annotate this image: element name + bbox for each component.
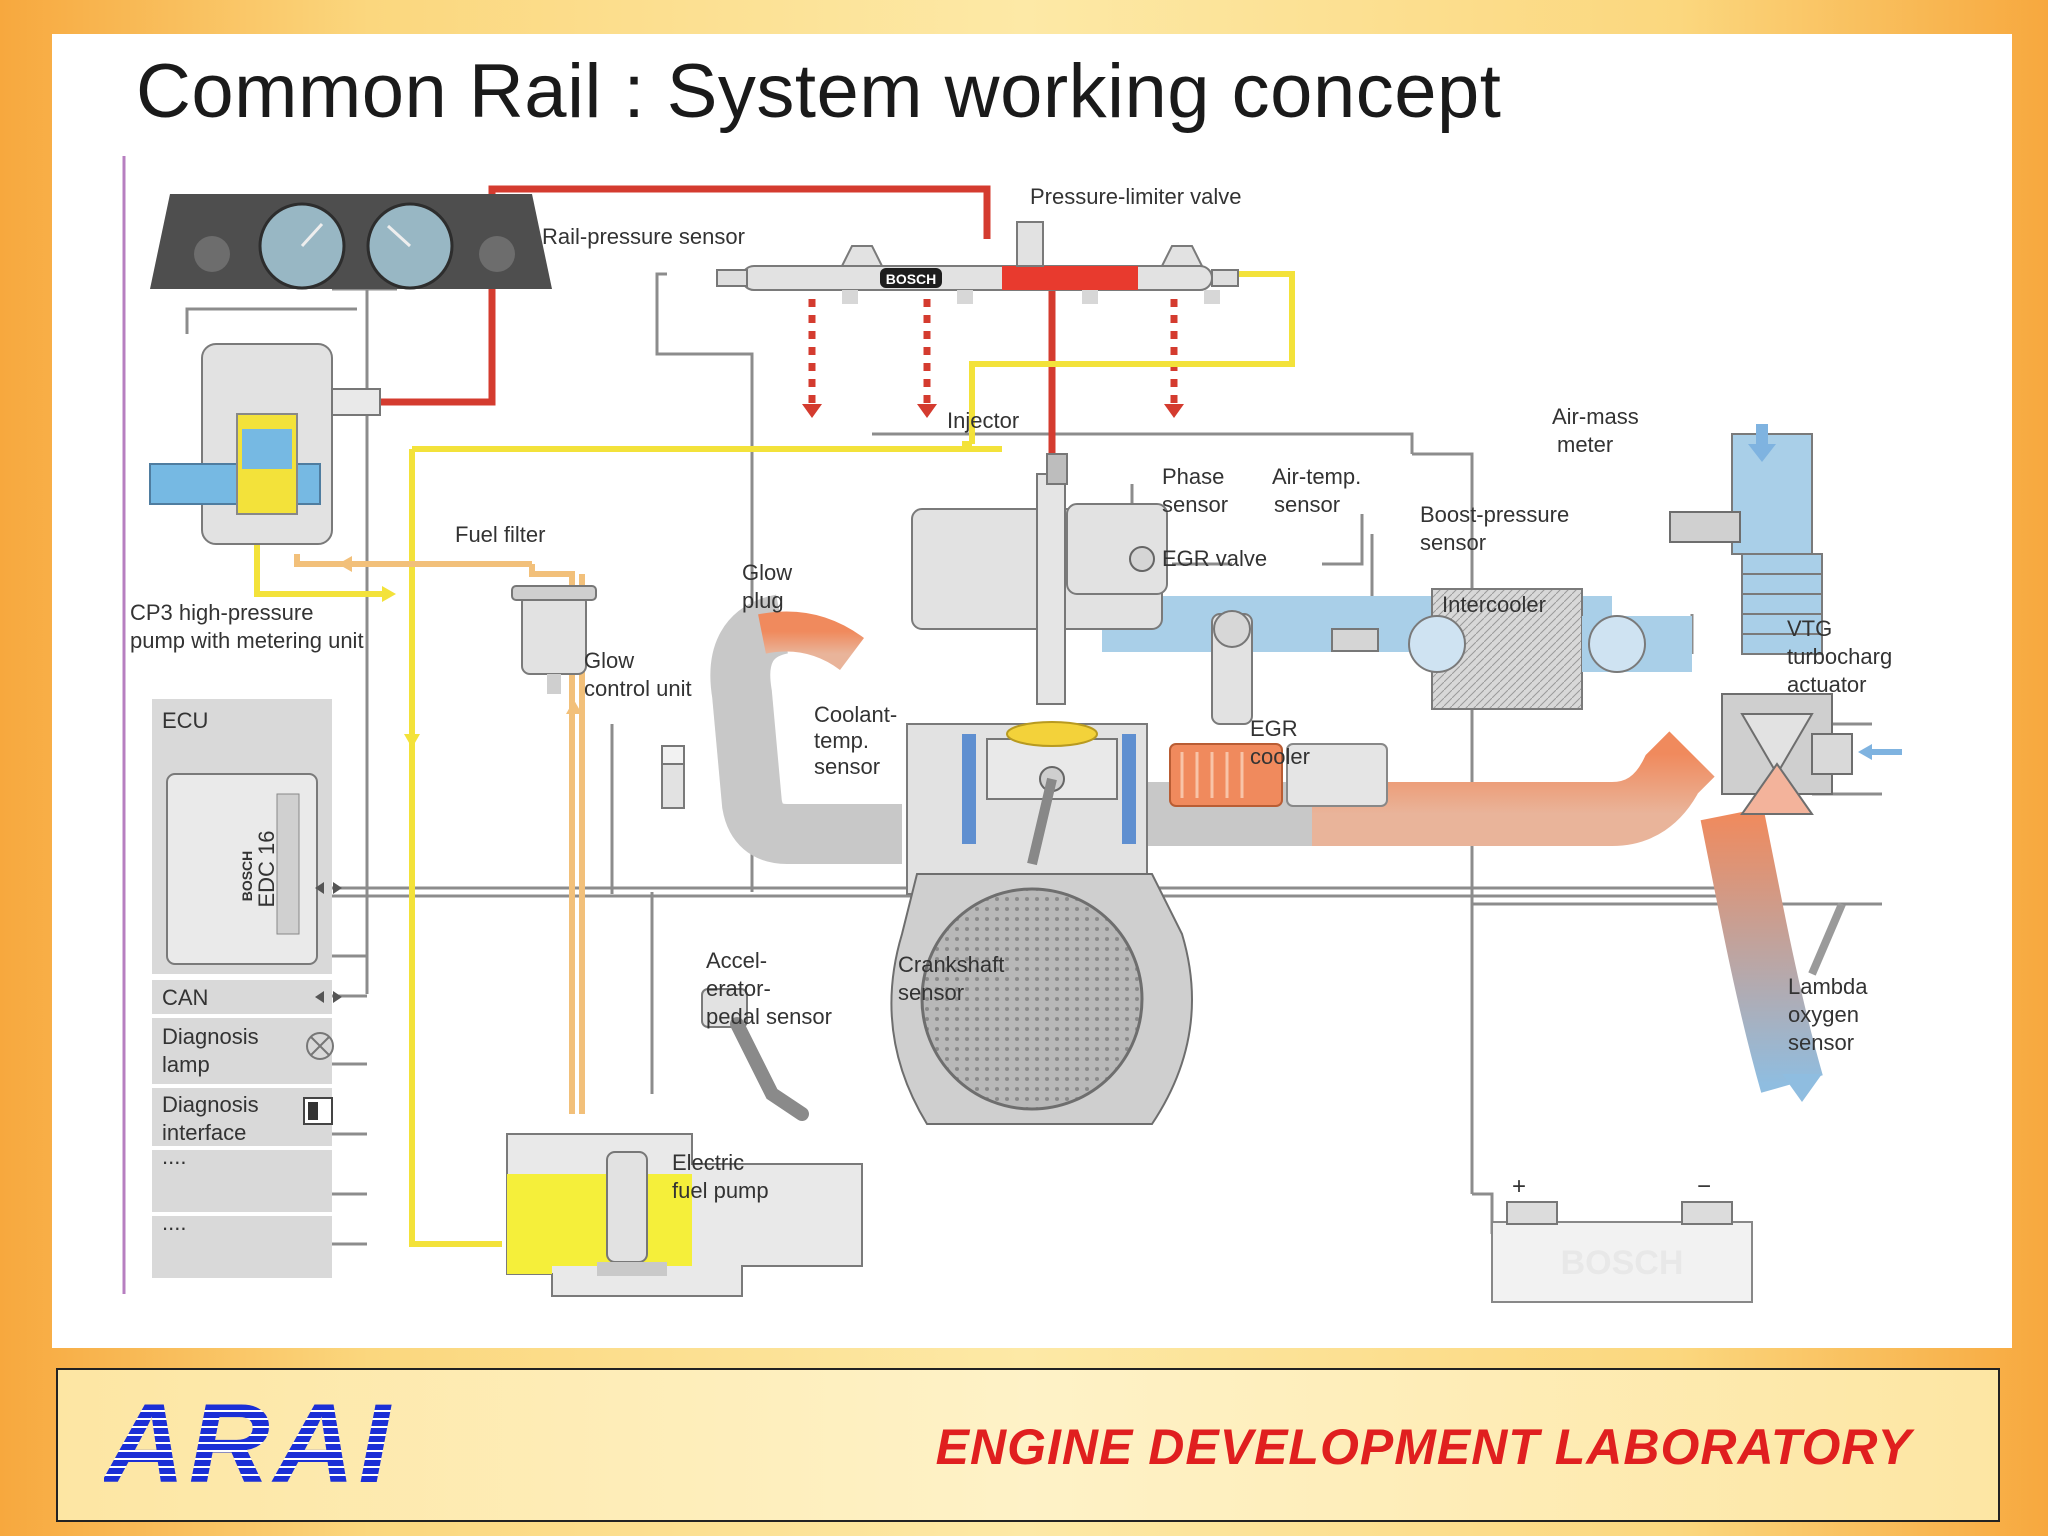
label-phase-1: Phase	[1162, 464, 1224, 489]
label-cp3-2: pump with metering unit	[130, 628, 364, 653]
label-lambda-3: sensor	[1788, 1030, 1854, 1055]
label-glow-plug-1: Glow	[742, 560, 792, 585]
common-rail-diagram: BOSCH	[122, 156, 1902, 1303]
label-boost-1: Boost-pressure	[1420, 502, 1569, 527]
turbocharger	[1669, 424, 1902, 815]
label-crankshaft-2: sensor	[898, 980, 964, 1005]
label-air-mass-2: meter	[1557, 432, 1613, 457]
label-glow-plug-2: plug	[742, 588, 784, 613]
label-glow-control-2: control unit	[584, 676, 692, 701]
label-vtg-2: turbocharg	[1787, 644, 1892, 669]
label-coolant-1: Coolant-	[814, 702, 897, 727]
battery-minus-text: −	[1697, 1173, 1711, 1200]
label-glow-control-1: Glow	[584, 648, 634, 673]
label-ecu: ECU	[162, 708, 208, 733]
label-coolant-2: temp.	[814, 728, 869, 753]
ecu-module: BOSCH EDC 16	[152, 699, 342, 1278]
label-coolant-3: sensor	[814, 754, 880, 779]
label-phase-2: sensor	[1162, 492, 1228, 517]
label-lambda-1: Lambda	[1788, 974, 1868, 999]
label-diag-lamp-2: lamp	[162, 1052, 210, 1077]
accelerator-pedal	[701, 988, 809, 1121]
label-electric-pump-2: fuel pump	[672, 1178, 769, 1203]
battery: BOSCH + −	[1491, 1173, 1753, 1303]
crankshaft-wheel	[920, 887, 1144, 1111]
label-ellipsis-2: ....	[162, 1210, 186, 1235]
label-rail-pressure-sensor: Rail-pressure sensor	[542, 224, 745, 249]
instrument-cluster	[150, 194, 552, 290]
label-can: CAN	[162, 985, 208, 1010]
slide-title: Common Rail : System working concept	[136, 49, 1502, 134]
egr-valve-cooler	[1129, 546, 1388, 807]
glow-control-unit	[661, 745, 685, 809]
label-boost-2: sensor	[1420, 530, 1486, 555]
label-air-temp-1: Air-temp.	[1272, 464, 1361, 489]
label-accel-3: pedal sensor	[706, 1004, 832, 1029]
air-mass-meter-body	[1669, 511, 1741, 543]
label-accel-1: Accel-	[706, 948, 767, 973]
label-injector: Injector	[947, 408, 1019, 433]
label-diag-interface-2: interface	[162, 1120, 246, 1145]
slide-canvas: Common Rail : System working concept	[52, 34, 2012, 1348]
common-rail: BOSCH	[716, 221, 1239, 304]
rail-brand-text: BOSCH	[886, 271, 937, 287]
ecu-brand-text: BOSCH	[239, 851, 255, 902]
fuel-tank	[506, 1133, 863, 1297]
label-electric-pump-1: Electric	[672, 1150, 744, 1175]
battery-plus-text: +	[1512, 1173, 1526, 1200]
ecu-model-text: EDC 16	[254, 830, 279, 907]
label-air-temp-2: sensor	[1274, 492, 1340, 517]
label-crankshaft-1: Crankshaft	[898, 952, 1004, 977]
label-intercooler: Intercooler	[1442, 592, 1546, 617]
engine	[890, 453, 1193, 1125]
lambda-sensor	[1808, 902, 1846, 976]
label-egr-cooler-1: EGR	[1250, 716, 1298, 741]
footer-banner: ARAI ENGINE DEVELOPMENT LABORATORY	[56, 1368, 2000, 1522]
cp3-pump	[149, 343, 381, 545]
label-pressure-limiter-valve: Pressure-limiter valve	[1030, 184, 1242, 209]
fuel-filter	[511, 585, 597, 694]
label-ellipsis-1: ....	[162, 1144, 186, 1169]
label-diag-lamp-1: Diagnosis	[162, 1024, 259, 1049]
arai-logo: ARAI	[104, 1381, 394, 1506]
label-fuel-filter: Fuel filter	[455, 522, 545, 547]
label-cp3-1: CP3 high-pressure	[130, 600, 313, 625]
label-lambda-2: oxygen	[1788, 1002, 1859, 1027]
battery-brand-text: BOSCH	[1561, 1244, 1684, 1282]
label-vtg-1: VTG	[1787, 616, 1832, 641]
diagram-labels: Pressure-limiter valve Rail-pressure sen…	[130, 184, 1892, 1235]
label-vtg-3: actuator	[1787, 672, 1867, 697]
label-accel-2: erator-	[706, 976, 771, 1001]
lab-name: ENGINE DEVELOPMENT LABORATORY	[935, 1419, 1912, 1475]
label-egr-cooler-2: cooler	[1250, 744, 1310, 769]
label-egr-valve: EGR valve	[1162, 546, 1267, 571]
air-and-exhaust-tracts	[710, 588, 1823, 1102]
label-diag-interface-1: Diagnosis	[162, 1092, 259, 1117]
low-pressure-lines	[254, 271, 1295, 1247]
label-air-mass-1: Air-mass	[1552, 404, 1639, 429]
